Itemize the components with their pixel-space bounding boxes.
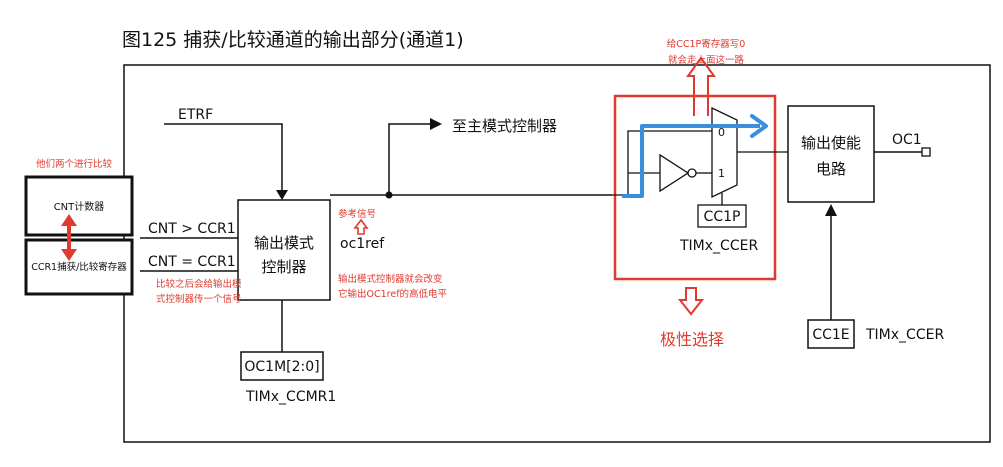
cnt-eq-label: CNT = CCR1: [148, 254, 236, 270]
output-enable-block: [787, 105, 875, 203]
inverter-bubble: [687, 168, 697, 178]
mode-change-line2: 它输出OC1ref的高低电平: [338, 288, 448, 300]
after-compare-line2: 式控制器传一个信号: [156, 293, 242, 305]
selected-path-arrowhead: [750, 114, 768, 138]
cc1e-label: CC1E: [812, 327, 849, 343]
ccer-top-label: TIMx_CCER: [679, 238, 758, 254]
mux-input-1: 1: [718, 167, 725, 180]
oc1m-box: [240, 351, 324, 381]
etrf-label: ETRF: [178, 107, 213, 123]
mode-controller-line2: 控制器: [261, 258, 306, 276]
cc1e-arrowhead: [825, 204, 837, 216]
output-enable-line1: 输出使能: [801, 134, 861, 152]
output-enable-line2: 电路: [816, 160, 846, 178]
ccmr1-label: TIMx_CCMR1: [245, 389, 336, 405]
cc1p-write-line1: 给CC1P寄存器写0: [667, 38, 746, 50]
mux-input-0: 0: [718, 126, 725, 139]
oc1-label: OC1: [892, 132, 922, 148]
compare-note: 他们两个进行比较: [36, 158, 113, 170]
master-branch-line: [388, 123, 430, 195]
master-arrowhead: [430, 118, 442, 130]
cc1p-up-arrow: [686, 56, 716, 116]
cnt-counter-label: CNT计数器: [54, 200, 105, 213]
polarity-mux: [711, 106, 738, 199]
selected-path-highlight: [622, 124, 760, 198]
cnt-gt-label: CNT > CCR1: [148, 221, 236, 237]
to-master-label: 至主模式控制器: [452, 117, 557, 135]
cc1p-box: [697, 204, 747, 228]
oc1-pin: [921, 147, 931, 157]
compare-arrow-down: [61, 249, 77, 261]
polarity-label: 极性选择: [660, 330, 724, 349]
figure-title: 图125 捕获/比较通道的输出部分(通道1): [122, 29, 464, 51]
cc1p-write-line2: 就会走上面这一路: [668, 54, 745, 66]
ccr1-register-label: CCR1捕获/比较寄存器: [31, 261, 127, 273]
cc1e-box: [807, 319, 855, 349]
oc1m-label: OC1M[2:0]: [244, 359, 319, 375]
inverter-triangle: [659, 153, 690, 193]
mode-change-line1: 输出模式控制器就会改变: [338, 273, 443, 285]
ccer-bottom-label: TIMx_CCER: [865, 327, 944, 343]
ref-signal-arrow: [353, 218, 369, 235]
ccr1-register-box: [24, 238, 134, 296]
direct-path-line: [612, 130, 712, 196]
polarity-down-arrow: [677, 287, 705, 316]
cnt-counter-box: [24, 175, 134, 237]
cc1p-label: CC1P: [704, 209, 741, 225]
etrf-line: [164, 123, 283, 198]
compare-arrow-up: [61, 214, 77, 226]
mode-controller-line1: 输出模式: [254, 234, 314, 252]
ref-signal-note: 参考信号: [338, 208, 376, 220]
after-compare-line1: 比较之后会给输出模: [156, 278, 242, 290]
mode-controller-block: [237, 199, 331, 301]
etrf-arrowhead: [276, 190, 288, 200]
oc1ref-label: oc1ref: [340, 236, 385, 252]
